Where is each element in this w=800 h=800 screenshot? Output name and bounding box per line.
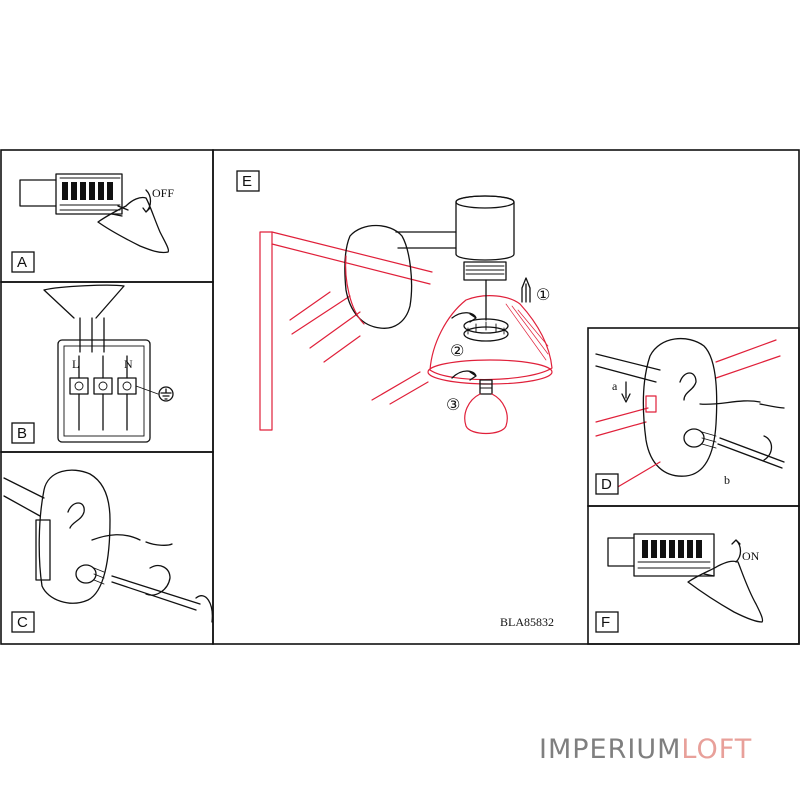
panel-d-label: D — [601, 476, 612, 493]
screw-icon — [75, 564, 105, 585]
rotate-arrow-icon — [451, 370, 477, 381]
wall-bracket — [344, 224, 413, 329]
terminal-n-label: N — [124, 357, 133, 371]
rotate-arrow-icon — [142, 189, 152, 213]
panel-c-wiring: C — [3, 469, 213, 633]
ground-symbol-icon — [158, 386, 174, 402]
model-code: BLA85832 — [500, 615, 554, 629]
panel-f-label: F — [601, 614, 610, 631]
rotate-arrow-icon — [145, 564, 171, 596]
panel-a-breaker-off: OFF A — [11, 173, 174, 273]
screwdriver-icon — [111, 575, 213, 623]
hand-icon — [687, 560, 764, 623]
arrow-up-icon — [521, 277, 531, 303]
on-label: ON — [742, 549, 760, 563]
terminal-block — [69, 377, 137, 395]
wall-outline — [259, 231, 433, 431]
panel-a-label: A — [17, 254, 27, 271]
callout-b: b — [724, 473, 730, 487]
step-2: ② — [450, 341, 464, 360]
panel-b-terminal-wiring: L N B — [11, 284, 174, 444]
lamp-shade — [429, 295, 553, 381]
rotate-arrow-icon — [451, 312, 477, 323]
breaker-switch-row — [62, 182, 113, 200]
breaker-switch-row — [642, 540, 702, 558]
panel-c-label: C — [17, 614, 28, 631]
panel-f-breaker-on: ON F — [595, 533, 764, 633]
panel-e-assembly: E ① ② — [236, 170, 554, 629]
off-label: OFF — [152, 186, 174, 200]
panel-b-label: B — [17, 425, 27, 442]
rotate-arrow-icon — [731, 539, 742, 563]
panel-d-mounting: a b D — [595, 337, 785, 495]
step-1: ① — [536, 285, 550, 304]
hand-icon — [97, 196, 170, 254]
watermark-logo: IMPERIUMLOFT — [539, 734, 753, 765]
mount-plate — [38, 469, 111, 604]
panel-frames — [0, 149, 800, 645]
panel-e-label: E — [242, 173, 252, 190]
light-bulb-icon — [464, 379, 508, 435]
screwdriver-icon — [717, 437, 785, 469]
arrow-down-icon — [621, 381, 631, 403]
rotate-arrow-icon — [763, 435, 773, 461]
callout-a: a — [612, 379, 618, 393]
terminal-l-label: L — [72, 357, 79, 371]
wall-bracket — [642, 337, 718, 477]
lamp-socket — [455, 195, 515, 261]
screw-icon — [683, 428, 717, 449]
step-3: ③ — [446, 395, 460, 414]
